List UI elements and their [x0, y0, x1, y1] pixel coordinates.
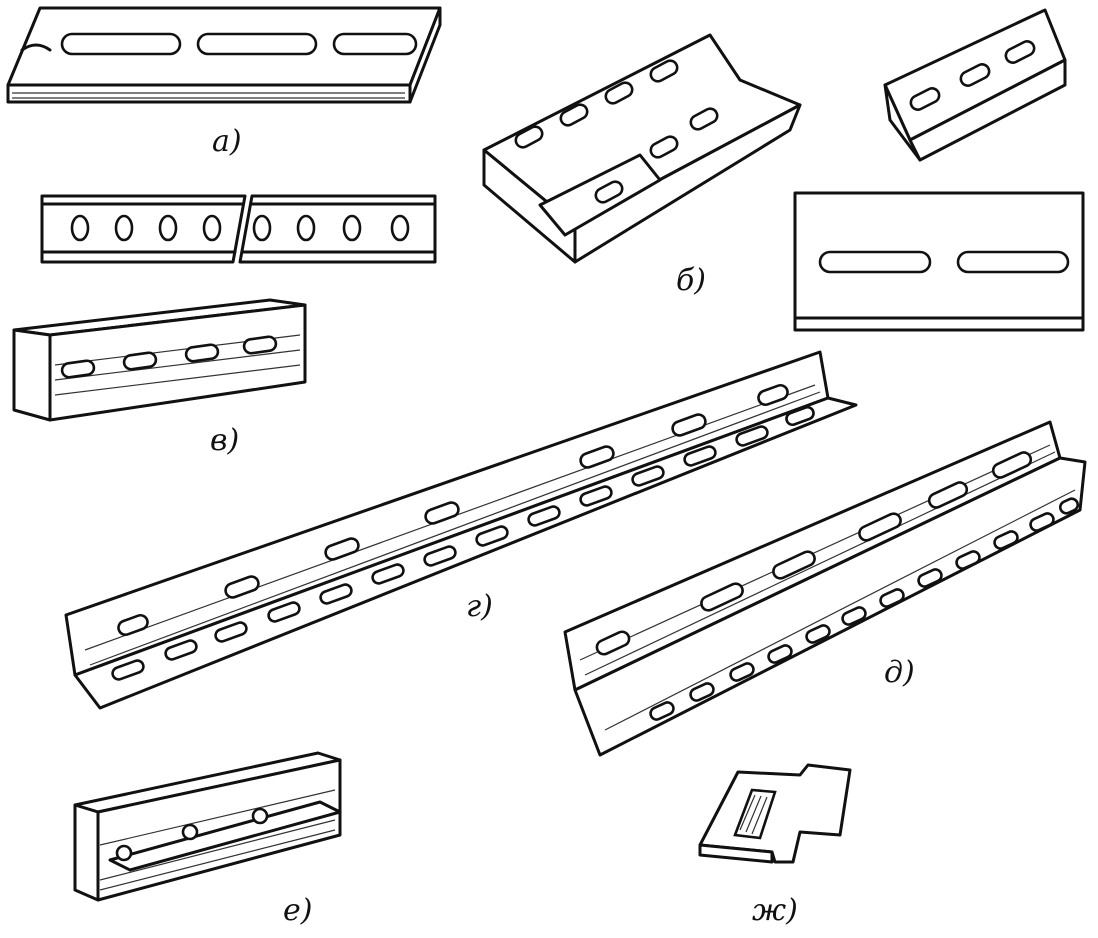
label-d: д)	[884, 655, 915, 690]
label-zh: ж)	[752, 893, 798, 928]
label-a: а)	[212, 124, 242, 159]
label-b: б)	[676, 263, 707, 298]
profile-b-channel-short	[883, 8, 1067, 162]
profile-b-panel	[793, 191, 1085, 332]
profile-g-angle	[64, 350, 858, 710]
profile-e-c-channel	[73, 751, 342, 902]
profile-strip-holes	[40, 194, 437, 264]
profile-b-channel	[482, 33, 802, 264]
profile-a-flat-strip	[6, 6, 442, 104]
profile-v-c-channel	[12, 298, 307, 422]
label-v: в)	[210, 423, 240, 458]
profile-zh-plate	[698, 763, 852, 864]
label-e: е)	[283, 893, 313, 928]
label-g: г)	[466, 589, 493, 624]
profile-d-angle	[563, 420, 1087, 757]
